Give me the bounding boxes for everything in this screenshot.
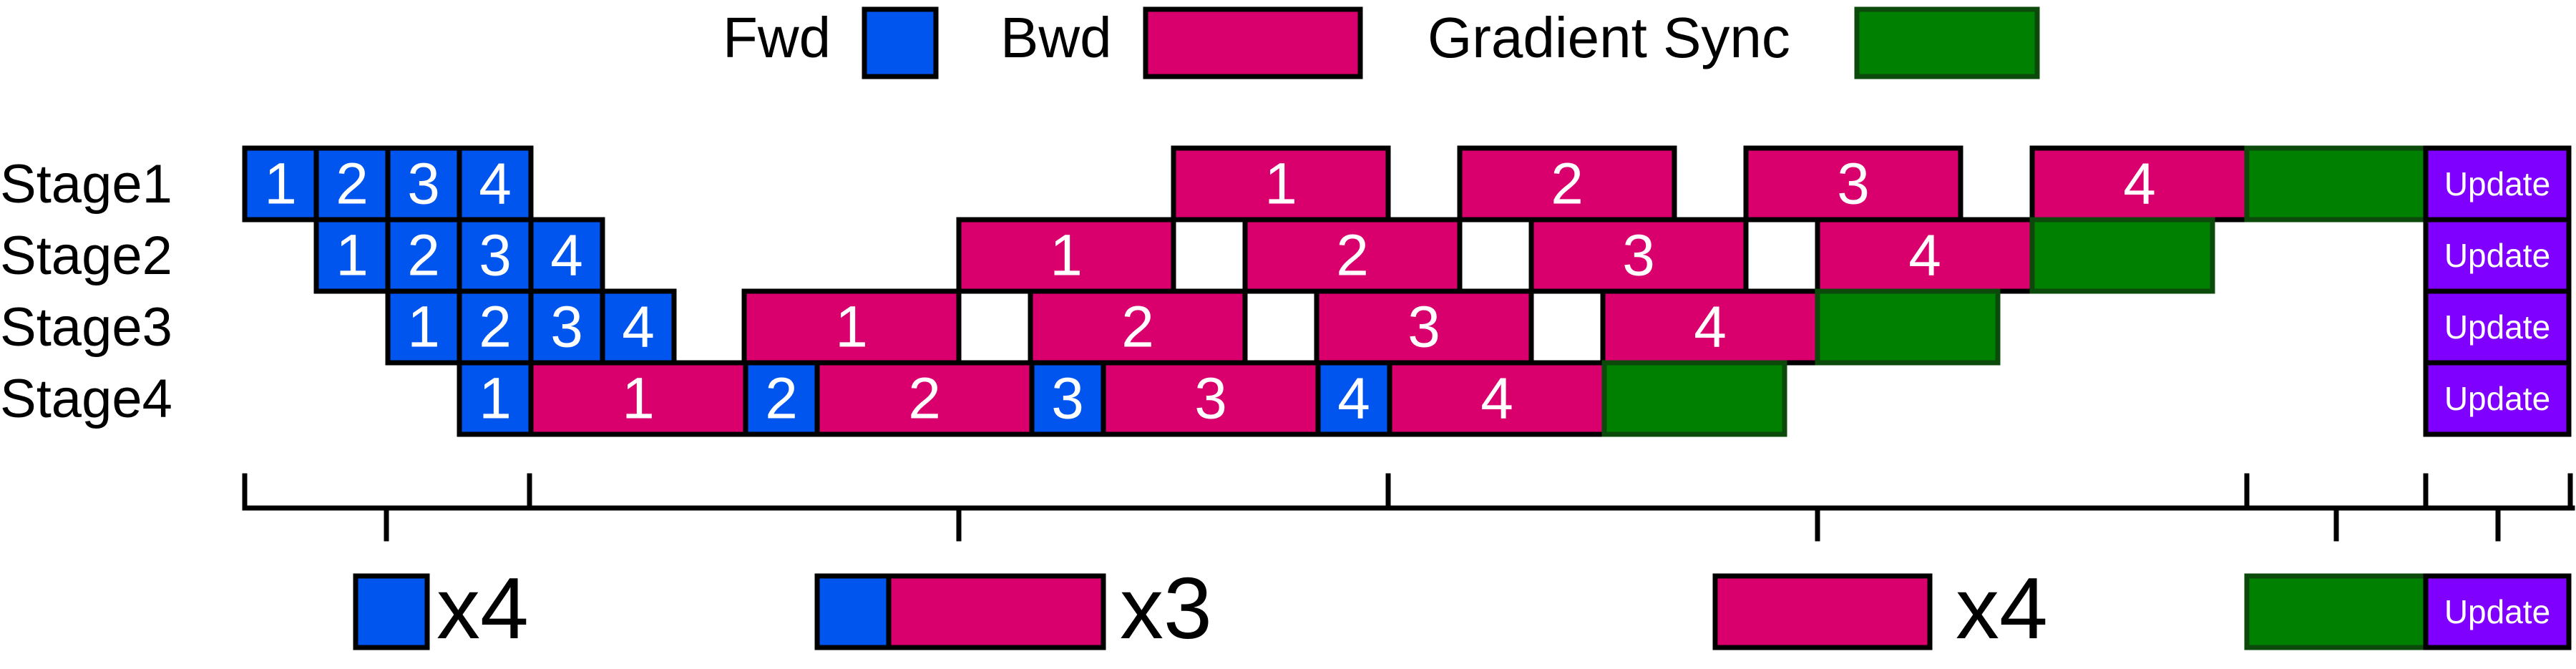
stage-label-2: Stage2 — [0, 225, 172, 286]
stage4-fwd-label: 4 — [1337, 366, 1370, 431]
summary-row: Update — [353, 573, 2572, 650]
stage3-fwd-label: 3 — [550, 295, 583, 360]
stage1-gradient-sync-block — [2244, 145, 2429, 223]
summary-bwd-block — [1712, 573, 1933, 650]
stage4-bwd-label: 4 — [1480, 366, 1513, 431]
stage3-bwd-label: 2 — [1121, 295, 1154, 360]
stage3-bwd-block — [741, 288, 962, 366]
stage2-bwd-label: 2 — [1336, 223, 1369, 288]
stage1-fwd-label: 4 — [479, 152, 512, 217]
stage4-fwd-label: 2 — [765, 366, 798, 431]
stage-label-1: Stage1 — [0, 154, 172, 215]
stage1-update-label: Update — [2444, 165, 2550, 202]
stage4-bwd-label: 1 — [622, 366, 655, 431]
stage3-bwd-label: 3 — [1407, 295, 1440, 360]
stage2-bwd-label: 3 — [1622, 223, 1655, 288]
stage4-fwd-block — [457, 360, 534, 437]
summary-multiplier-fwd: x4 — [436, 560, 529, 657]
stage3-update-label: Update — [2444, 308, 2550, 346]
stage4-bwd-label: 3 — [1194, 366, 1227, 431]
stage3-fwd-block — [600, 288, 677, 366]
legend-swatch-gradient-sync — [1854, 6, 2040, 79]
stage2-fwd-label: 2 — [407, 223, 440, 288]
stage1-bwd-block — [2029, 145, 2250, 223]
stage1-fwd-block — [242, 145, 319, 223]
stage1-bwd-label: 3 — [1837, 152, 1870, 217]
stage4-bwd-block — [814, 360, 1035, 437]
stage3-fwd-label: 1 — [407, 295, 440, 360]
stage1-bwd-label: 4 — [2123, 152, 2156, 217]
stage2-bwd-block — [1815, 217, 2035, 294]
summary-bwd-block — [886, 573, 1106, 650]
stage4-bwd-block — [528, 360, 748, 437]
legend-label-gradient-sync: Gradient Sync — [1428, 6, 1790, 69]
stage4-bwd-label: 2 — [908, 366, 941, 431]
summary-update-label: Update — [2444, 593, 2550, 630]
summary-grad-block — [2244, 573, 2429, 650]
stage3-fwd-label: 4 — [622, 295, 655, 360]
stage3-fwd-label: 2 — [479, 295, 512, 360]
summary-fwd-block — [814, 573, 892, 650]
stage-label-4: Stage4 — [0, 368, 172, 429]
stage1-fwd-label: 2 — [336, 152, 369, 217]
stage2-bwd-block — [1528, 217, 1749, 294]
stage4-gradient-sync-block — [1601, 360, 1787, 437]
stage1-bwd-label: 2 — [1551, 152, 1584, 217]
stage4-fwd-label: 3 — [1051, 366, 1084, 431]
stage2-fwd-block — [313, 217, 391, 294]
stage2-update-label: Update — [2444, 237, 2550, 274]
stage2-fwd-label: 4 — [550, 223, 583, 288]
stage4-bwd-block — [1387, 360, 1607, 437]
stage2-fwd-label: 1 — [336, 223, 369, 288]
legend: Fwd Bwd Gradient Sync — [723, 6, 2040, 79]
stage2-gradient-sync-block — [2029, 217, 2215, 294]
stage3-update-block — [2423, 288, 2572, 366]
summary-multipliers: x4 x3 x4 — [436, 560, 2048, 657]
stage2-bwd-label: 4 — [1908, 223, 1941, 288]
stage1-fwd-label: 3 — [407, 152, 440, 217]
stage4-fwd-block — [1315, 360, 1392, 437]
stage2-fwd-label: 3 — [479, 223, 512, 288]
stage3-fwd-block — [385, 288, 462, 366]
stage3-bwd-block — [1028, 288, 1248, 366]
legend-label-fwd: Fwd — [723, 6, 831, 69]
stage4-fwd-label: 1 — [479, 366, 512, 431]
stage3-fwd-block — [457, 288, 534, 366]
time-axis — [242, 473, 2575, 542]
stage1-fwd-label: 1 — [264, 152, 297, 217]
stage1-fwd-block — [457, 145, 534, 223]
stage3-bwd-label: 4 — [1694, 295, 1727, 360]
stage2-bwd-label: 1 — [1050, 223, 1083, 288]
stage1-bwd-label: 1 — [1264, 152, 1297, 217]
legend-swatch-bwd — [1143, 6, 1363, 79]
stage-labels: Stage1 Stage2 Stage3 Stage4 — [0, 154, 172, 429]
legend-label-bwd: Bwd — [1000, 6, 1112, 69]
stage4-update-block — [2423, 360, 2572, 437]
stage1-bwd-block — [1457, 145, 1677, 223]
stage3-bwd-label: 1 — [835, 295, 868, 360]
stage-label-3: Stage3 — [0, 297, 172, 358]
legend-swatch-fwd — [862, 6, 939, 79]
summary-fwd-block — [353, 573, 430, 650]
stage3-gradient-sync-block — [1815, 288, 2001, 366]
summary-multiplier-bwd: x4 — [1956, 560, 2048, 657]
summary-multiplier-fwd-bwd: x3 — [1120, 560, 1212, 657]
stage4-update-label: Update — [2444, 380, 2550, 417]
summary-update-block — [2423, 573, 2572, 650]
